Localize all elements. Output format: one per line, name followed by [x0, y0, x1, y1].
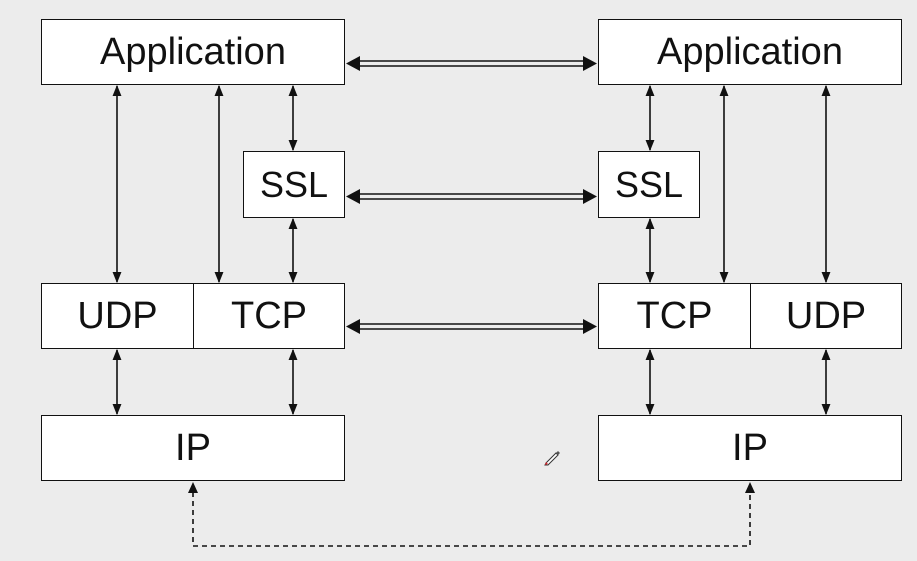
ssl-peer-arrow	[346, 189, 597, 204]
right-transport-box: TCP UDP	[598, 283, 902, 349]
left-transport-box: UDP TCP	[41, 283, 345, 349]
left-transport-divider	[193, 284, 194, 348]
application-peer-arrow	[346, 56, 597, 71]
left-ip-box: IP	[41, 415, 345, 481]
left-udp-label: UDP	[77, 295, 158, 337]
ip-dashed-link	[188, 482, 755, 547]
right-application-box: Application	[598, 19, 902, 85]
right-tcp-cell: TCP	[599, 284, 750, 348]
right-udp-cell: UDP	[751, 284, 901, 348]
left-application-box: Application	[41, 19, 345, 85]
right-udp-label: UDP	[785, 295, 867, 337]
left-tcp-cell: TCP	[194, 284, 344, 348]
right-transport-divider	[750, 284, 751, 348]
left-application-label: Application	[100, 31, 286, 73]
tcp-peer-arrow	[346, 319, 597, 334]
left-ssl-box: SSL	[243, 151, 345, 218]
right-ip-label: IP	[732, 427, 768, 469]
left-ip-label: IP	[175, 427, 211, 469]
right-ip-box: IP	[598, 415, 902, 481]
right-ssl-label: SSL	[614, 163, 684, 205]
left-tcp-label: TCP	[231, 295, 307, 337]
right-application-label: Application	[657, 31, 843, 73]
left-ssl-label: SSL	[259, 163, 329, 205]
left-udp-cell: UDP	[42, 284, 193, 348]
right-tcp-label: TCP	[636, 295, 713, 337]
pen-cursor-icon	[544, 451, 560, 466]
right-ssl-box: SSL	[598, 151, 700, 218]
